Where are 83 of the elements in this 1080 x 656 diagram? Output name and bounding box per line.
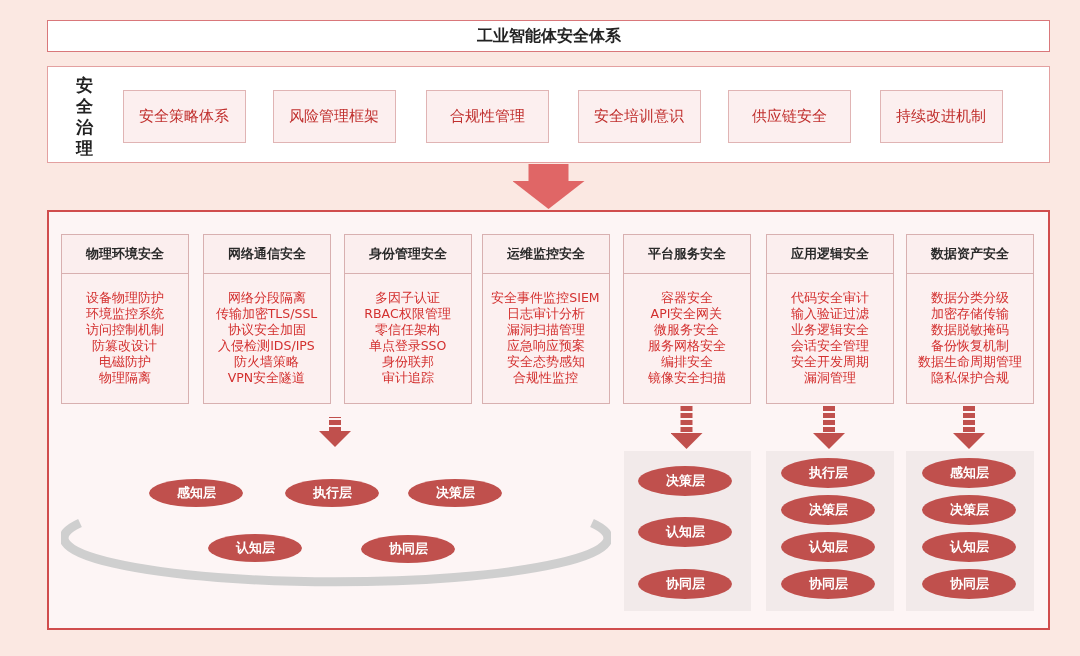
security-column	[60, 233, 189, 404]
security-column	[622, 233, 751, 404]
list-item: 物理隔离	[97, 369, 152, 386]
security-column	[481, 233, 610, 404]
layer-ellipse: 协同层	[922, 569, 1016, 599]
list-item: RBAC权限管理	[363, 305, 452, 322]
list-item: 容器安全	[659, 289, 714, 306]
list-item: 备份恢复机制	[929, 337, 1010, 354]
list-item: 入侵检测IDS/IPS	[217, 337, 316, 354]
layer-panel	[765, 450, 894, 611]
arrow	[319, 417, 351, 447]
list-item: 加密存储传输	[929, 305, 1010, 322]
layer-ellipse: 协同层	[361, 535, 455, 563]
list-item: 零信任架构	[374, 321, 441, 338]
security-column	[765, 233, 894, 404]
list-item: 访问控制机制	[84, 321, 165, 338]
list-item: 协议安全加固	[226, 321, 307, 338]
layer-ellipse: 执行层	[781, 458, 875, 488]
list-item: 漏洞扫描管理	[505, 321, 586, 338]
security-column	[905, 233, 1034, 404]
list-item: 安全事件监控SIEM	[490, 289, 601, 306]
layer-ellipse: 决策层	[781, 495, 875, 525]
list-item: 网络分段隔离	[226, 289, 307, 306]
layer-ellipse: 感知层	[922, 458, 1016, 488]
list-item: API安全网关	[649, 305, 724, 322]
layer-ellipse: 执行层	[285, 479, 379, 507]
item-box: 供应链安全	[727, 89, 851, 143]
security-column	[202, 233, 331, 404]
governance-panel	[47, 66, 1050, 163]
list-item: 设备物理防护	[84, 289, 165, 306]
list-item: 日志审计分析	[505, 305, 586, 322]
layer-ellipse: 认知层	[208, 534, 302, 562]
list-item: 会话安全管理	[789, 337, 870, 354]
list-item: 环境监控系统	[84, 305, 165, 322]
list-item: 数据生命周期管理	[916, 353, 1023, 370]
arrow	[813, 404, 845, 449]
list-item: 安全态势感知	[505, 353, 586, 370]
layer-panel	[905, 450, 1034, 611]
list-item: 服务网格安全	[646, 337, 727, 354]
main-panel	[47, 210, 1050, 630]
arrow	[953, 404, 985, 449]
layer-panel	[623, 450, 751, 611]
arrow	[512, 164, 585, 209]
list-item: 传输加密TLS/SSL	[214, 305, 319, 322]
layer-ellipse: 认知层	[922, 532, 1016, 562]
list-item: 应急响应预案	[505, 337, 586, 354]
list-item: 漏洞管理	[802, 369, 857, 386]
list-item: 微服务安全	[653, 321, 720, 338]
list-item: 防火墙策略	[233, 353, 300, 370]
list-item: 数据脱敏掩码	[929, 321, 1010, 338]
list-item: 输入验证过滤	[789, 305, 870, 322]
layer-ellipse: 决策层	[638, 466, 732, 496]
list-item: 电磁防护	[97, 353, 152, 370]
list-item: 多因子认证	[374, 289, 441, 306]
title-bar: 工业智能体安全体系	[47, 20, 1050, 52]
list-item: 编排安全	[659, 353, 714, 370]
layer-ellipse: 协同层	[638, 569, 732, 599]
layer-ellipse: 协同层	[781, 569, 875, 599]
list-item: 数据分类分级	[929, 289, 1010, 306]
list-item: 隐私保护合规	[929, 369, 1010, 386]
layer-ellipse: 认知层	[638, 517, 732, 547]
item-box: 持续改进机制	[879, 89, 1003, 143]
list-item: VPN安全隧道	[226, 369, 307, 386]
layer-ellipse: 认知层	[781, 532, 875, 562]
layer-ellipse: 决策层	[408, 479, 502, 507]
arrow	[670, 404, 703, 449]
item-box: 安全培训意识	[577, 89, 701, 143]
list-item: 镜像安全扫描	[646, 369, 727, 386]
layer-ellipse: 感知层	[149, 479, 243, 507]
list-item: 单点登录SSO	[367, 337, 448, 354]
list-item: 合规性监控	[512, 369, 579, 386]
item-box: 风险管理框架	[272, 89, 396, 143]
list-item: 业务逻辑安全	[789, 321, 870, 338]
list-item: 身份联邦	[380, 353, 435, 370]
layer-ellipse: 决策层	[922, 495, 1016, 525]
item-box: 安全策略体系	[122, 89, 246, 143]
list-item: 代码安全审计	[789, 289, 870, 306]
security-column	[343, 233, 472, 404]
list-item: 审计追踪	[380, 369, 435, 386]
item-box: 合规性管理	[425, 89, 549, 143]
list-item: 安全开发周期	[789, 353, 870, 370]
panel-heading: 安全治理	[74, 75, 94, 159]
list-item: 防篡改设计	[91, 337, 158, 354]
